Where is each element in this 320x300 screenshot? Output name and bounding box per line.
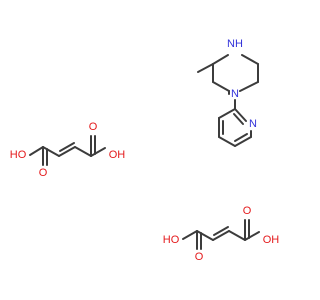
pyridine-bond [234, 133, 248, 142]
methylpiperazine [197, 54, 259, 95]
acid-bond [58, 146, 76, 157]
pyridine-bond [234, 136, 252, 147]
butenedioic-acid-2 [182, 219, 260, 250]
pyridine-n-label: N [249, 118, 257, 130]
structure-canvas: NH N N HO O O OH HO O O OH [10, 38, 280, 263]
acid1-ho-label: HO [10, 149, 27, 161]
acid-bond [182, 230, 198, 240]
acid1-o-right-label: O [89, 121, 98, 133]
pyridine-bond [234, 108, 247, 122]
butenedioic-acid-1 [29, 135, 106, 166]
acid-bond [42, 146, 60, 157]
acid-bond [29, 146, 44, 156]
pyridine-bond [218, 136, 236, 147]
pyridine-bond [233, 113, 244, 125]
acid-bond [213, 226, 229, 236]
acid-bond [196, 230, 214, 241]
acid2-oh-label: OH [263, 234, 280, 246]
piperazine-bond [212, 81, 230, 92]
piperazine-n-label: N [231, 88, 239, 100]
pyridine [218, 99, 252, 147]
acid-bond [212, 230, 230, 241]
acid-bond [90, 147, 106, 157]
pyridine-bond [218, 108, 236, 119]
acid1-o-left-label: O [39, 167, 48, 179]
piperazine-bond [239, 81, 259, 92]
acid-bond [228, 230, 246, 241]
piperazine-bond [241, 54, 259, 65]
piperazine-bond [212, 54, 229, 65]
atom-labels: NH N N HO O O OH HO O O OH [10, 38, 280, 263]
acid2-o-right-label: O [243, 205, 252, 217]
acid-bond [59, 142, 75, 152]
acid-bond [244, 231, 260, 241]
acid2-ho-label: HO [163, 234, 180, 246]
acid2-o-left-label: O [195, 251, 204, 263]
acid-bond [74, 146, 92, 157]
piperazine-nh-label: NH [227, 38, 243, 50]
methyl-bond [197, 63, 214, 73]
acid1-oh-label: OH [109, 149, 126, 161]
